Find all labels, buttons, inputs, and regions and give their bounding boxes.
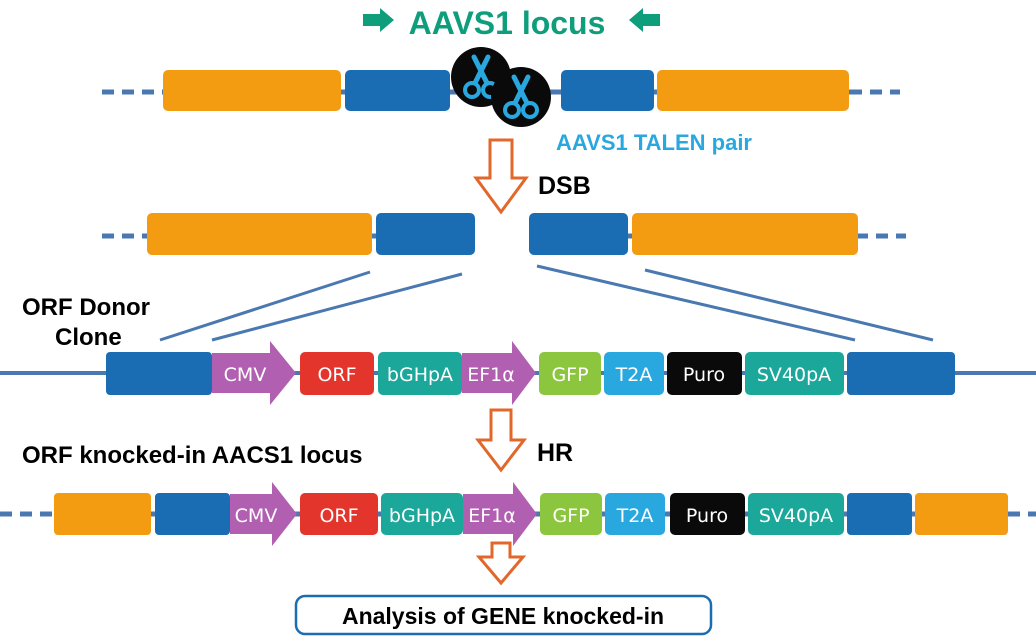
knockin-orange-left [54, 493, 151, 535]
knockin-orf-block [300, 493, 378, 535]
knockin-sv40pa-label: SV40pA [759, 505, 833, 527]
donor-orf-label: ORF [317, 364, 356, 386]
knockin-ef1a-arrow [463, 482, 537, 546]
locus-blue-right [561, 70, 654, 111]
donor-label-line1: ORF Donor [22, 294, 150, 321]
knockin-bghpa-label: bGHpA [389, 505, 455, 527]
title-group: AAVS1 locus [363, 5, 660, 41]
knockin-label: ORF knocked-in AACS1 locus [22, 442, 363, 469]
donor-homology-right [847, 352, 955, 395]
knockin-gfp-label: GFP [552, 505, 589, 527]
donor-t2a-block [604, 352, 664, 395]
locus-orange-right [657, 70, 849, 111]
locus-blue-left [345, 70, 450, 111]
knockin-gfp-block [540, 493, 602, 535]
step-hr-label: HR [537, 439, 573, 467]
donor-homology-left [106, 352, 212, 395]
knockin-puro-block [670, 493, 745, 535]
cut-orange-right [632, 213, 858, 255]
donor-gfp-label: GFP [551, 364, 588, 386]
cut-blue-right [529, 213, 628, 255]
knockin-bghpa-block [381, 493, 463, 535]
donor-ef1a-arrow [462, 341, 536, 405]
title-right-arrow-icon [629, 8, 660, 32]
knockin-sv40pa-block [748, 493, 844, 535]
scissors-icon [491, 67, 551, 127]
donor-orf-block [300, 352, 374, 395]
title-left-arrow-icon [363, 8, 394, 32]
cut-locus-row [102, 213, 906, 255]
cut-orange-left [147, 213, 372, 255]
donor-construct: CMV ORF bGHpA EF1α GFP T2A Puro SV40pA [0, 341, 1036, 405]
knockin-orf-label: ORF [319, 505, 358, 527]
donor-t2a-label: T2A [615, 364, 653, 386]
donor-gfp-block [539, 352, 601, 395]
donor-puro-label: Puro [683, 364, 725, 386]
knockin-homology-left [155, 493, 230, 535]
knockin-orange-right [915, 493, 1008, 535]
knockin-t2a-label: T2A [616, 505, 654, 527]
knockin-ef1a-label: EF1α [468, 505, 516, 527]
talen-label: AAVS1 TALEN pair [556, 130, 752, 155]
down-arrow-icon [473, 138, 529, 215]
donor-label-line2: Clone [55, 324, 122, 351]
title: AAVS1 locus [409, 5, 606, 41]
step-dsb-label: DSB [538, 172, 591, 200]
donor-bghpa-label: bGHpA [387, 364, 453, 386]
donor-sv40pa-block [745, 352, 844, 395]
knockin-cmv-label: CMV [235, 505, 278, 527]
knockin-homology-right [847, 493, 912, 535]
knockin-construct: CMV ORF bGHpA EF1α GFP T2A Puro SV40pA [0, 482, 1036, 546]
cut-blue-left [376, 213, 475, 255]
donor-cmv-label: CMV [224, 364, 267, 386]
analysis-box-label: Analysis of GENE knocked-in [342, 603, 664, 629]
locus-row [102, 47, 900, 127]
locus-orange-left [163, 70, 341, 111]
knockin-puro-label: Puro [686, 505, 728, 527]
knockin-cmv-arrow [230, 482, 297, 546]
down-arrow-icon [474, 408, 528, 473]
donor-bghpa-block [378, 352, 462, 395]
donor-cmv-arrow [212, 341, 296, 405]
donor-sv40pa-label: SV40pA [757, 364, 831, 386]
knockin-t2a-block [605, 493, 665, 535]
homology-lines [159, 264, 934, 342]
donor-ef1a-label: EF1α [467, 364, 515, 386]
down-arrow-icon [475, 541, 527, 586]
donor-puro-block [667, 352, 742, 395]
analysis-box [294, 594, 713, 636]
